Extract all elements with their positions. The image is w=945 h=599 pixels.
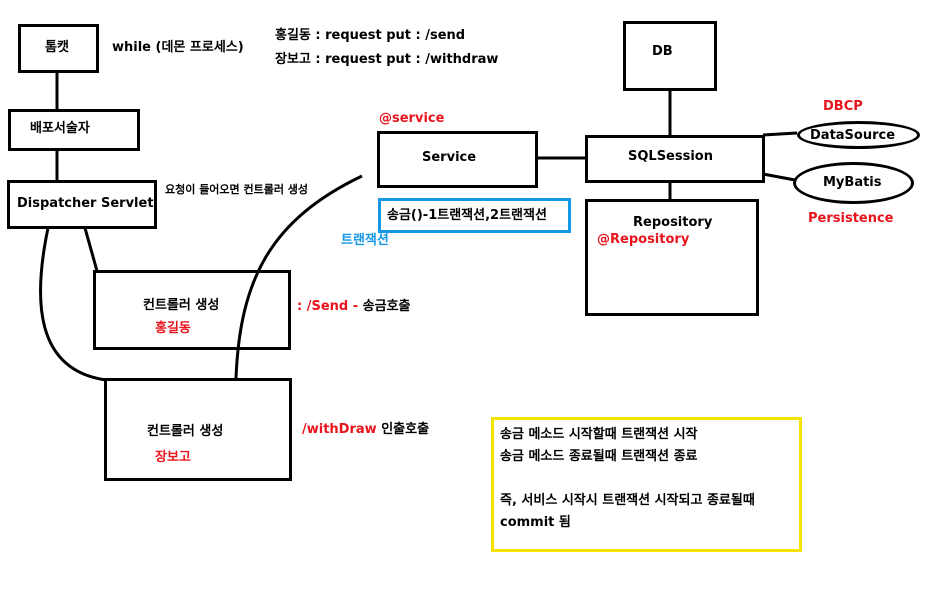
send-call-label: : /Send - 송금호출	[297, 300, 411, 313]
service-annotation: @service	[379, 111, 445, 126]
note-text: 송금 메소드 시작할때 트랜잭션 시작 송금 메소드 종료될때 트랜잭션 종료 …	[500, 424, 755, 534]
dispatcher-servlet-box	[7, 180, 157, 229]
send-description: 송금호출	[362, 299, 411, 314]
service-label: Service	[422, 150, 477, 165]
repository-label: Repository	[633, 215, 713, 230]
controller-2-title: 컨트롤러 생성	[147, 424, 224, 439]
datasource-label: DataSource	[810, 128, 896, 143]
while-daemon-label: while (데몬 프로세스)	[112, 40, 244, 55]
line-dispatcher-controller2	[39, 227, 107, 382]
sqlsession-label: SQLSession	[628, 149, 713, 164]
mybatis-ellipse	[793, 162, 914, 204]
withdraw-description: 인출호출	[381, 422, 430, 437]
db-box	[623, 21, 717, 91]
repository-annotation: @Repository	[597, 232, 690, 247]
dbcp-label: DBCP	[823, 99, 863, 114]
withdraw-call-label: /withDraw 인출호출	[302, 423, 429, 436]
service-box	[377, 131, 538, 188]
controller-1-user: 홍길동	[155, 321, 191, 336]
line-sqlsession-mybatis	[762, 172, 796, 182]
sqlsession-box	[585, 135, 765, 183]
withdraw-path: /withDraw	[302, 422, 377, 437]
note-box	[491, 417, 802, 552]
deployment-descriptor-label: 배포서술자	[30, 121, 90, 136]
deployment-descriptor-box	[8, 109, 140, 151]
transaction-box	[378, 198, 571, 233]
datasource-ellipse	[797, 121, 920, 149]
note-line-2: 송금 메소드 종료될때 트랜잭션 종료	[500, 449, 698, 464]
tomcat-label: 톰캣	[45, 40, 69, 55]
on-request-label: 요청이 들어오면 컨트롤러 생성	[165, 183, 309, 196]
controller-1-title: 컨트롤러 생성	[143, 298, 220, 313]
line-sqlsession-datasource	[762, 131, 798, 137]
repository-box	[585, 199, 759, 316]
request-withdraw-label: 장보고 : request put : /withdraw	[275, 52, 499, 67]
note-line-4: 즉, 서비스 시작시 트랜잭션 시작되고 종료될때	[500, 493, 755, 508]
line-controller2-service	[234, 174, 363, 379]
controller-box-1	[93, 270, 291, 350]
controller-box-2	[104, 378, 292, 481]
controller-2-user: 장보고	[155, 450, 191, 465]
transaction-caption: 트랜잭션	[341, 233, 389, 248]
mybatis-label: MyBatis	[823, 175, 882, 190]
request-send-label: 홍길동 : request put : /send	[275, 28, 466, 43]
tomcat-box	[18, 24, 99, 73]
note-line-5: commit 됨	[500, 515, 571, 530]
send-path: : /Send -	[297, 299, 363, 314]
note-line-3	[500, 468, 755, 490]
dispatcher-servlet-label: Dispatcher Servlet	[17, 196, 154, 211]
transaction-label-text: 송금()-1트랜잭션,2트랜잭션	[387, 208, 547, 223]
note-line-1: 송금 메소드 시작할때 트랜잭션 시작	[500, 427, 698, 442]
db-label: DB	[652, 44, 673, 59]
persistence-label: Persistence	[808, 211, 894, 226]
line-dispatcher-controller1	[83, 227, 99, 272]
